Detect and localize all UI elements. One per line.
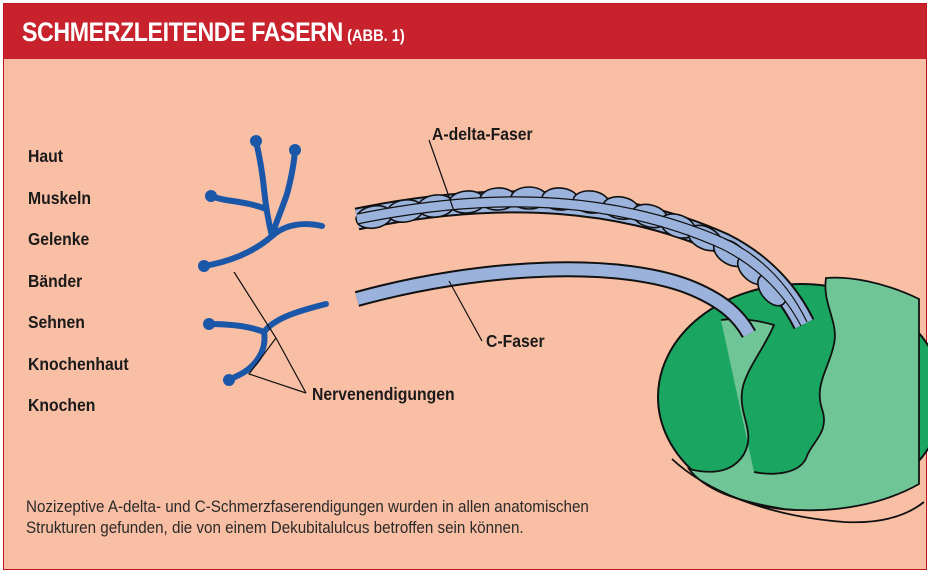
nerve-endings-lower — [209, 304, 326, 380]
structure-item: Sehnen — [28, 312, 129, 354]
c-fiber-label: C-Faser — [486, 331, 545, 352]
pain-fiber-diagram — [4, 4, 928, 571]
nerve-endings-upper — [204, 141, 322, 266]
figure-panel: SCHMERZLEITENDE FASERN(ABB. 1) — [3, 3, 927, 570]
structure-item: Knochen — [28, 395, 129, 437]
structure-item: Bänder — [28, 271, 129, 313]
structure-item: Haut — [28, 146, 129, 188]
structure-item: Gelenke — [28, 229, 129, 271]
figure-caption: Nozizeptive A-delta- und C-Schmerzfasere… — [26, 497, 652, 539]
anatomical-structures-list: Haut Muskeln Gelenke Bänder Sehnen Knoch… — [28, 146, 140, 437]
a-delta-fiber-label: A-delta-Faser — [432, 124, 533, 145]
leader-lines — [234, 140, 482, 393]
structure-item: Knochenhaut — [28, 354, 129, 396]
nerve-endings-label: Nervenendigungen — [312, 384, 455, 405]
structure-item: Muskeln — [28, 188, 129, 230]
nerve-ending-knobs — [198, 135, 301, 386]
